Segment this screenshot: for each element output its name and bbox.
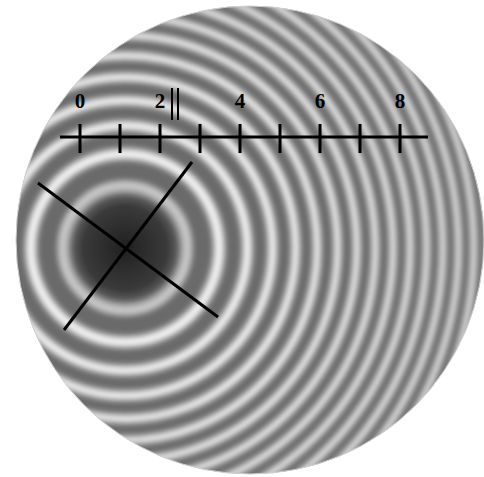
- bright-ring: [0, 0, 459, 477]
- bright-ring: [0, 56, 317, 441]
- bright-ring: [0, 16, 357, 477]
- bright-ring: [0, 35, 338, 460]
- scale-number: 0: [75, 91, 86, 112]
- scale-number: 6: [315, 91, 326, 112]
- scale-tick: [359, 124, 362, 153]
- scale-tick: [399, 124, 402, 153]
- scale-number: 2: [155, 91, 166, 112]
- scale: [60, 88, 428, 153]
- scale-tick: [199, 124, 202, 153]
- bright-ring: [3, 126, 248, 371]
- scale-number: 4: [235, 91, 246, 112]
- bright-ring: [0, 0, 443, 477]
- bright-ring: [31, 154, 219, 342]
- scale-tick: [119, 124, 122, 153]
- scale-number: 8: [395, 91, 406, 112]
- scale-tick: [319, 124, 322, 153]
- scale-tick: [79, 124, 82, 153]
- scale-tick: [239, 124, 242, 153]
- bright-ring: [0, 0, 375, 477]
- scale-tick: [279, 124, 282, 153]
- bright-ring: [0, 100, 273, 395]
- bright-ring: [0, 0, 474, 477]
- crosshair: [38, 162, 218, 330]
- bright-ring: [0, 0, 393, 477]
- bright-ring: [0, 0, 410, 477]
- bright-ring: [0, 0, 427, 477]
- scale-tick: [159, 124, 162, 153]
